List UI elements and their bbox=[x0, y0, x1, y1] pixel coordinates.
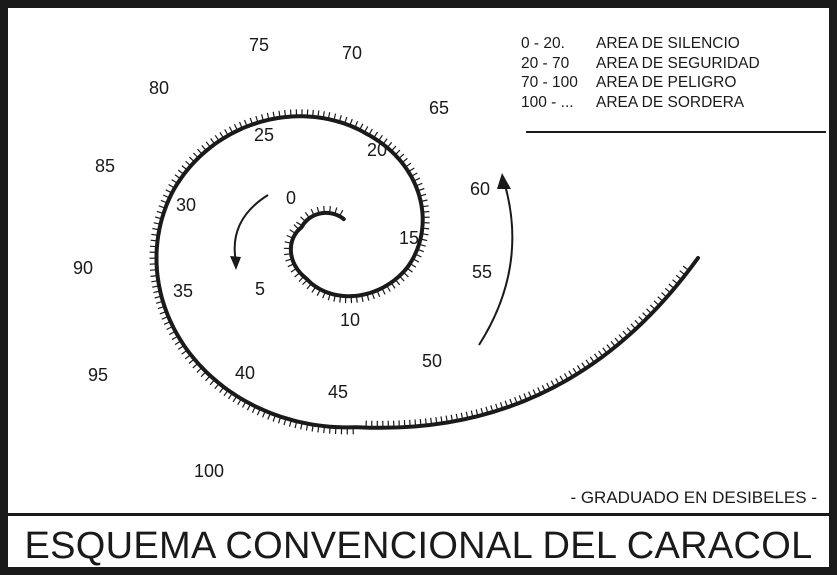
title-divider bbox=[8, 513, 829, 516]
scale-label: 90 bbox=[73, 258, 93, 278]
scale-label: 60 bbox=[470, 179, 490, 199]
scale-label: 85 bbox=[95, 156, 115, 176]
legend-range: 70 - 100 bbox=[521, 74, 578, 91]
legend: 0 - 20. AREA DE SILENCIO 20 - 70 AREA DE SE… bbox=[521, 34, 826, 112]
scale-label: 10 bbox=[340, 310, 360, 330]
scale-labels: 0 5 10 15 20 25 30 35 40 45 50 55 60 65 70 75 80 85 90 95 10… bbox=[73, 35, 492, 481]
scale-label: 20 bbox=[367, 140, 387, 160]
legend-label: AREA DE SORDERA bbox=[596, 93, 745, 111]
diagram-title: ESQUEMA CONVENCIONAL DEL CARACOL bbox=[24, 525, 813, 567]
legend-range: 20 - 70 bbox=[521, 54, 570, 72]
legend-row: 0 - 20. AREA DE SILENCIO bbox=[521, 34, 826, 54]
scale-label: 30 bbox=[176, 195, 196, 215]
outer-direction-arrow bbox=[478, 173, 514, 346]
scale-label: 95 bbox=[88, 365, 108, 385]
inner-direction-arrow bbox=[230, 194, 269, 270]
cochlea-spiral bbox=[154, 114, 700, 430]
scale-label: 45 bbox=[328, 382, 348, 402]
scale-label: 25 bbox=[254, 125, 274, 145]
scale-label: 75 bbox=[249, 35, 269, 55]
scale-label: 50 bbox=[422, 351, 442, 371]
legend-row: 100 - ... AREA DE SORDERA bbox=[521, 93, 826, 113]
scale-label: 40 bbox=[235, 363, 255, 383]
scale-label: 100 bbox=[194, 461, 224, 481]
scale-label: 65 bbox=[429, 98, 449, 118]
scale-label: 70 bbox=[342, 43, 362, 63]
legend-range: 100 - ... bbox=[521, 93, 574, 111]
legend-range: 0 - 20. bbox=[521, 35, 565, 52]
legend-label: AREA DE SILENCIO bbox=[596, 35, 740, 52]
legend-row: 20 - 70 AREA DE SEGURIDAD bbox=[521, 54, 826, 74]
legend-label: AREA DE SEGURIDAD bbox=[596, 54, 760, 72]
cochlea-spiral-diagram: 0 5 10 15 20 25 30 35 40 45 50 55 60 65 70 75 80 85 90 95 10… bbox=[73, 35, 700, 481]
scale-label: 0 bbox=[286, 188, 296, 208]
graduation-note: - GRADUADO EN DESIBELES - bbox=[570, 488, 817, 507]
legend-divider bbox=[526, 131, 826, 133]
scale-label: 5 bbox=[255, 279, 265, 299]
scale-label: 55 bbox=[472, 262, 492, 282]
legend-label: AREA DE PELIGRO bbox=[596, 74, 737, 91]
scale-label: 80 bbox=[149, 78, 169, 98]
scale-label: 35 bbox=[173, 281, 193, 301]
scale-label: 15 bbox=[399, 228, 419, 248]
legend-row: 70 - 100 AREA DE PELIGRO bbox=[521, 73, 826, 93]
scale-ticks bbox=[149, 109, 690, 435]
